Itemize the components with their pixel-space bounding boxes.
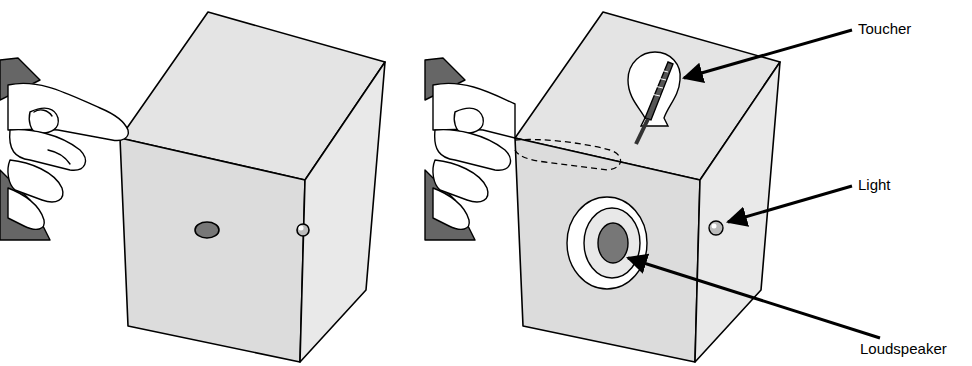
hand [0, 58, 128, 240]
opened-cube [515, 12, 780, 362]
loudspeaker [567, 197, 647, 289]
part-label: Toucher [856, 20, 913, 38]
light [709, 221, 723, 235]
leader-arrow [628, 30, 880, 338]
hand [425, 58, 515, 240]
hidden-finger [515, 139, 621, 170]
part-label: Loudspeaker [858, 340, 949, 358]
part-label: Light [856, 176, 893, 194]
plain-cube [120, 12, 385, 362]
toucher [628, 52, 680, 144]
